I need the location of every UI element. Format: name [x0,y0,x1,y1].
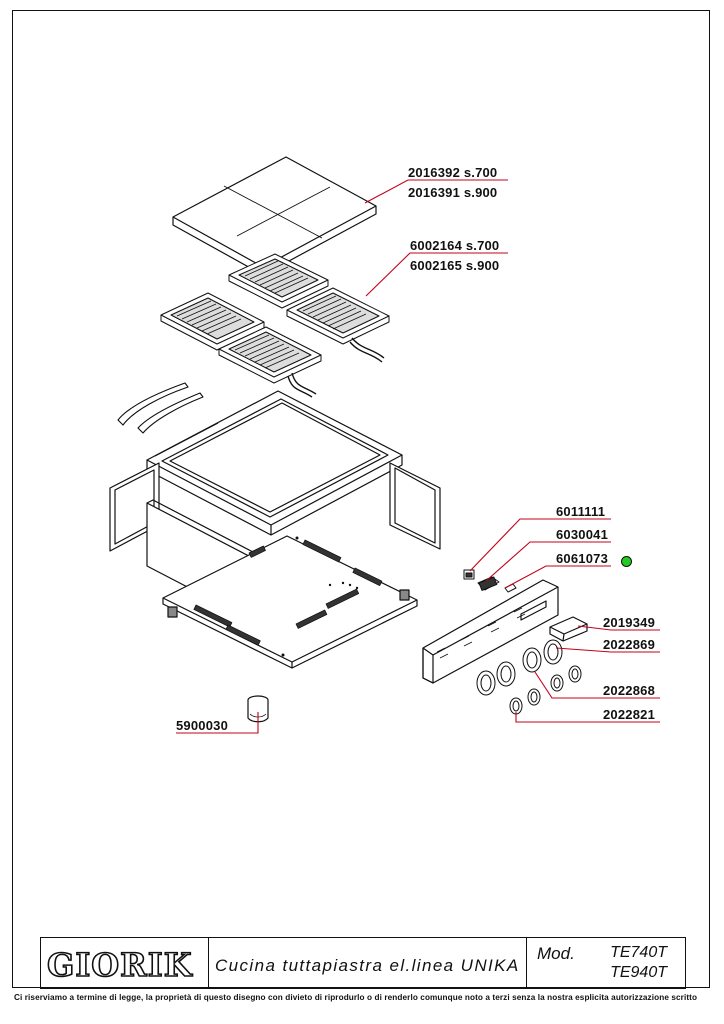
leader-lines [176,179,660,734]
callout-switch: 6011111 [556,504,606,519]
callout-knob-small: 2022868 [603,683,656,698]
model-cell: Mod. TE740T TE940T [527,938,685,988]
knobs [476,639,582,715]
drawing-frame [12,10,710,988]
description-cell: Cucina tuttapiastra el.linea UNIKA [209,938,527,988]
callout-heating-element-s900: 6002165 s.900 [410,258,500,273]
callout-top-plate-s700: 2016392 s.700 [408,165,498,180]
model-number-2: TE940T [610,964,667,981]
base-plate [162,535,418,669]
brand-logo: GIORIK [46,945,193,985]
side-rails [117,382,204,434]
model-label: Mod. [537,944,575,963]
callout-indicator: 6061073 [556,551,609,566]
status-dot [621,556,632,567]
heating-element-left [160,292,265,351]
callout-handle-cover: 2019349 [603,615,656,630]
callout-knob-large: 2022869 [603,637,656,652]
heating-element-back [228,253,329,309]
callout-foot: 5900030 [176,718,229,733]
handle-cover [549,616,588,642]
callout-knob-ring: 2022821 [603,707,656,722]
heating-element-right [286,287,390,363]
title-block: GIORIK Cucina tuttapiastra el.linea UNIK… [40,937,686,989]
logo-cell: GIORIK [41,938,209,988]
electrical-components [463,569,517,593]
heating-element-front [218,326,322,398]
model-number-1: TE740T [610,944,667,961]
cooktop-frame [146,390,403,536]
callout-heating-element-s700: 6002164 s.700 [410,238,500,253]
control-panel [422,579,559,684]
copyright-notice: Ci riserviamo a termine di legge, la pro… [14,993,698,1002]
callout-connector: 6030041 [556,527,609,542]
product-description: Cucina tuttapiastra el.linea UNIKA [215,956,520,975]
callout-top-plate-s900: 2016391 s.900 [408,185,498,200]
